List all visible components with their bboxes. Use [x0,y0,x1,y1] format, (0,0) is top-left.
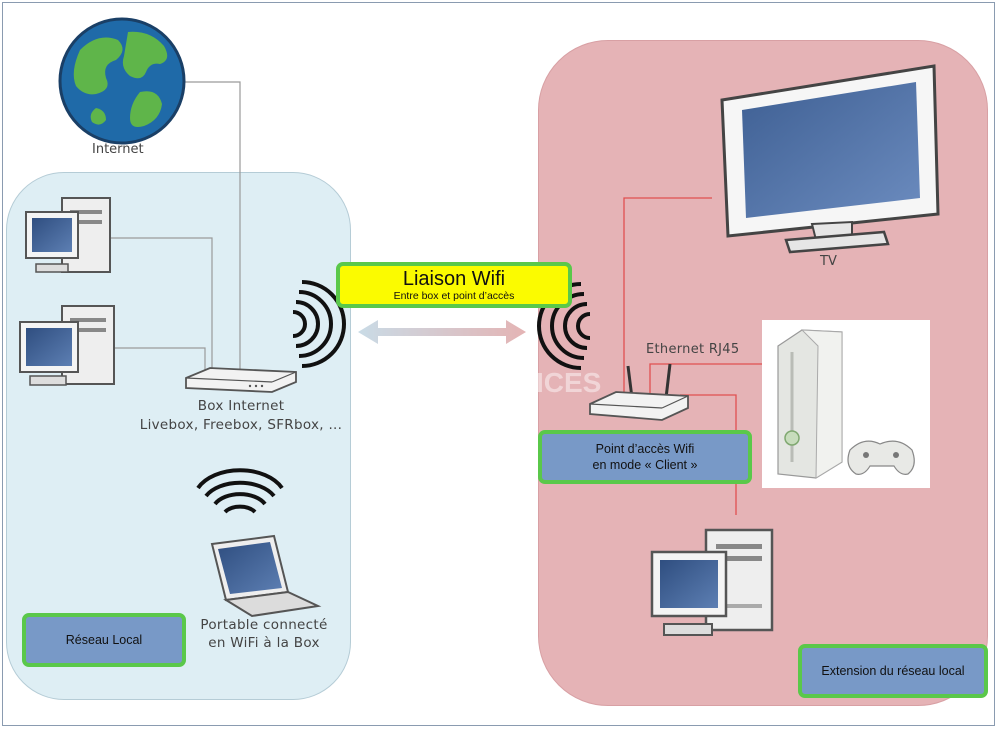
access-point-icon [589,363,689,421]
wifi-link-subtitle: Entre box et point d’accès [393,290,515,302]
access-point-line1: Point d’accès Wifi [595,442,695,456]
tv-icon [720,64,940,254]
wifi-link-title: Liaison Wifi [402,268,506,290]
tv-label: TV [820,254,837,269]
laptop-icon [210,534,322,618]
ethernet-label: Ethernet RJ45 [646,342,740,357]
laptop-label-line1: Portable connecté [200,617,328,633]
globe-icon [58,17,186,145]
local-network-text: Réseau Local [65,633,143,647]
local-network-callout: Réseau Local [22,613,186,667]
local-cables [110,81,241,372]
wifi-link-arrow [358,320,526,344]
internet-box-label-line1: Box Internet [197,398,285,414]
internet-box-label-line2: Livebox, Freebox, SFRbox, ... [139,417,343,433]
laptop-wifi-signal-icon [196,468,284,514]
desktop-pc-3-icon [650,528,774,636]
wifi-link-callout: Liaison Wifi Entre box et point d’accès [336,262,572,308]
box-wifi-signal-icon [292,280,346,368]
access-point-callout: Point d’accès Wifi en mode « Client » [538,430,752,484]
laptop-label: Portable connecté en WiFi à la Box [196,616,332,652]
internet-box-label: Box Internet Livebox, Freebox, SFRbox, .… [136,397,346,435]
laptop-label-line2: en WiFi à la Box [208,635,320,651]
desktop-pc-1-icon [25,197,111,273]
internet-label: Internet [92,142,144,157]
game-console-image [762,320,930,488]
watermark-text: ICES [536,367,601,398]
desktop-pc-2-icon [19,305,115,386]
extension-callout: Extension du réseau local [798,644,988,698]
extension-text: Extension du réseau local [821,664,965,678]
access-point-line2: en mode « Client » [592,458,698,472]
internet-box-icon [185,367,297,393]
